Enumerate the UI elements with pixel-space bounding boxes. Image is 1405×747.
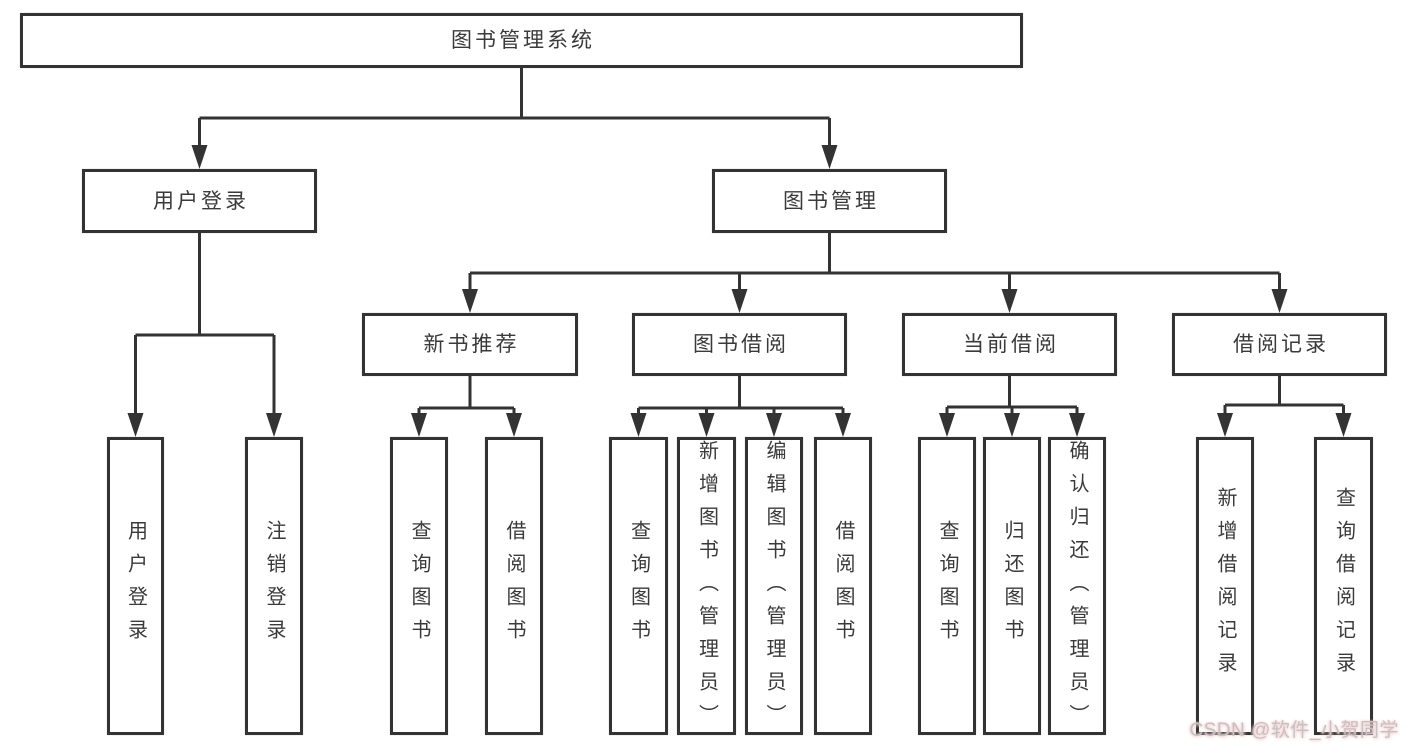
csdn-watermark: CSDN @软件_小贺同学 [1189, 720, 1399, 741]
node-confirm-return-admin: 确认归还（管理员） [1048, 437, 1106, 735]
node-edit-books-admin: 编辑图书（管理员） [745, 437, 803, 735]
node-book-borrowing: 图书借阅 [632, 313, 847, 376]
node-user-login-leaf: 用户登录 [107, 437, 164, 735]
node-borrow-books-recommend: 借阅图书 [485, 437, 543, 735]
node-book-management: 图书管理 [712, 169, 947, 233]
node-search-books-recommend: 查询图书 [390, 437, 448, 735]
node-borrowing-records: 借阅记录 [1172, 313, 1387, 376]
node-user-login: 用户登录 [82, 169, 317, 233]
node-logout-leaf: 注销登录 [245, 437, 303, 735]
node-new-book-recommendation: 新书推荐 [362, 313, 578, 376]
node-search-books-current: 查询图书 [918, 437, 976, 735]
node-return-books: 归还图书 [983, 437, 1041, 735]
node-current-borrowing: 当前借阅 [902, 313, 1117, 376]
node-borrow-books-leaf: 借阅图书 [814, 437, 872, 735]
node-add-books-admin: 新增图书（管理员） [677, 437, 736, 735]
node-search-borrow-record: 查询借阅记录 [1314, 437, 1373, 735]
node-search-books-borrowing: 查询图书 [609, 437, 668, 735]
node-add-borrow-record: 新增借阅记录 [1196, 437, 1254, 735]
node-library-management-system: 图书管理系统 [20, 13, 1023, 68]
